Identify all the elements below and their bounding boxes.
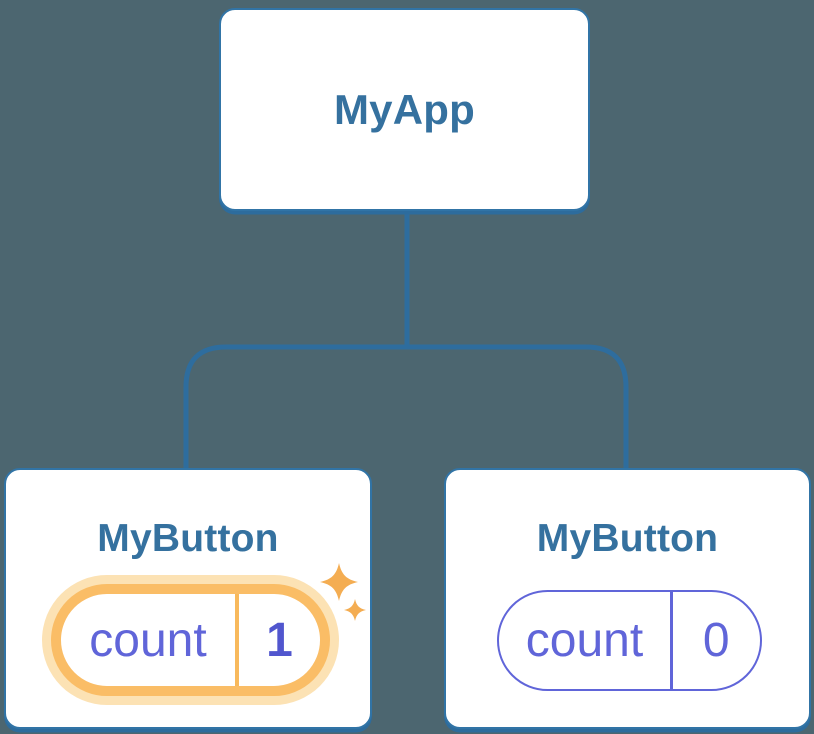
state-value: 0 xyxy=(702,614,730,667)
node-mybutton-left-label: MyButton xyxy=(97,517,279,560)
sparkle-small-icon xyxy=(344,599,366,621)
state-pill-highlight-ring: count 1 xyxy=(51,584,330,696)
node-myapp: MyApp xyxy=(219,8,590,211)
sparkle-large-icon xyxy=(320,563,358,601)
state-pill-divider xyxy=(235,594,239,686)
node-myapp-label: MyApp xyxy=(334,85,475,133)
sparkle-icon xyxy=(320,563,366,621)
state-pill-divider xyxy=(670,592,673,689)
state-pill-highlight-glow: count 1 xyxy=(42,575,339,705)
state-key: count xyxy=(525,614,644,667)
node-mybutton-right: MyButton count 0 xyxy=(444,468,811,729)
state-pill: count 0 xyxy=(497,590,762,691)
connector-branch xyxy=(183,344,629,472)
node-mybutton-left: MyButton count 1 xyxy=(4,468,372,729)
node-mybutton-right-label: MyButton xyxy=(536,517,719,560)
state-value: 1 xyxy=(266,613,293,667)
state-key: count xyxy=(89,613,207,667)
